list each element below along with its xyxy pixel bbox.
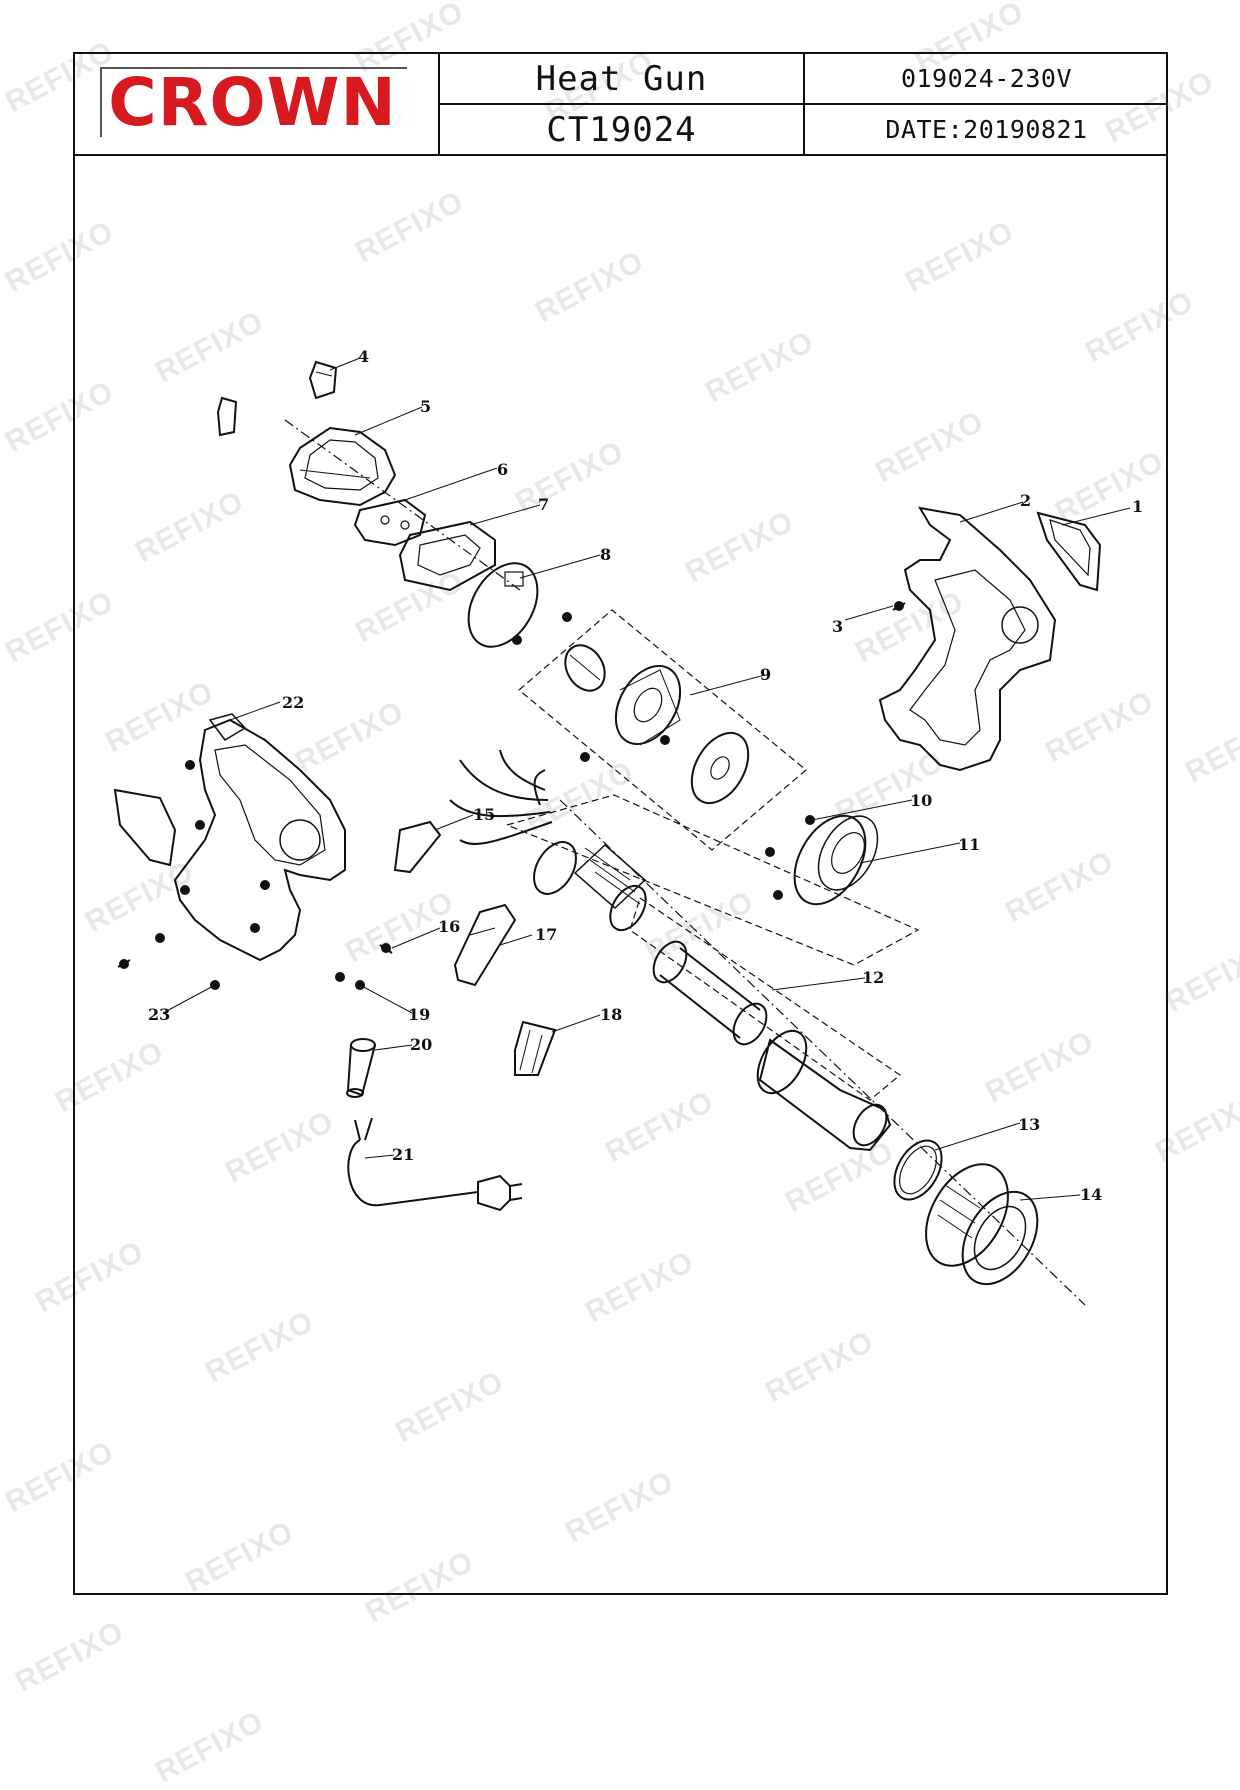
callout-4: 4	[358, 347, 369, 366]
callout-14: 14	[1080, 1185, 1102, 1204]
part-12-heating-element	[533, 841, 768, 1046]
model-number: CT19024	[546, 109, 697, 150]
drawing-frame	[73, 52, 1168, 1595]
callout-13: 13	[1018, 1115, 1040, 1134]
callout-5: 5	[420, 397, 431, 416]
callout-21: 21	[392, 1145, 414, 1164]
part-9-motor-fan-assembly	[564, 644, 750, 805]
part-19-screws	[335, 972, 365, 990]
callout-19: 19	[408, 1005, 430, 1024]
part-4-switch-cap	[308, 360, 338, 400]
part-1-side-cover	[1036, 511, 1102, 592]
internal-wires	[449, 749, 553, 845]
part-10-screw	[765, 815, 815, 857]
disc-screws	[512, 612, 572, 645]
part-11-front-ring	[773, 814, 879, 906]
callout-20: 20	[410, 1035, 432, 1054]
callout-numbers: 1 2 3 4 5 6 7 8 9 10 11 12 13 14 15 16 1…	[148, 347, 1143, 1204]
part-17-switch-board	[453, 903, 517, 987]
callout-3: 3	[832, 617, 843, 636]
part-18-grommet	[514, 1020, 557, 1076]
part-16-screw	[379, 943, 393, 954]
header-bottom-rule	[73, 154, 1168, 156]
callout-1: 1	[1132, 497, 1143, 516]
part-23-screw	[117, 959, 131, 969]
part-13-o-ring	[893, 1139, 943, 1201]
product-code: 019024-230V	[900, 64, 1073, 93]
drawing-date: DATE:20190821	[885, 115, 1088, 144]
part-2-right-housing	[878, 506, 1057, 772]
callout-15: 15	[473, 805, 495, 824]
part-14-nozzle-cap	[925, 1163, 1039, 1286]
callout-8: 8	[600, 545, 611, 564]
housing-screws	[155, 760, 270, 990]
part-8-mica-disc	[467, 562, 539, 648]
logo-frame	[100, 67, 407, 137]
crown-logo: CROWN	[108, 63, 397, 141]
group-boundaries	[505, 609, 920, 1101]
callout-23: 23	[148, 1005, 170, 1024]
part-3-screw	[892, 601, 906, 611]
callout-12: 12	[862, 968, 884, 987]
callout-22: 22	[282, 693, 304, 712]
callout-16: 16	[438, 917, 460, 936]
callout-17: 17	[535, 925, 557, 944]
part-22-left-housing	[173, 713, 346, 962]
callout-7: 7	[538, 495, 549, 514]
part-21-power-cord	[347, 1117, 523, 1212]
callout-9: 9	[760, 665, 771, 684]
callout-10: 10	[910, 791, 932, 810]
part-7-board-holder	[398, 520, 496, 592]
part-15-bracket	[393, 820, 442, 874]
callout-11: 11	[958, 835, 980, 854]
left-side-cover	[113, 788, 177, 867]
part-4b-switch-button	[216, 396, 238, 437]
part-20-cord-sleeve	[346, 1038, 376, 1098]
callout-18: 18	[600, 1005, 622, 1024]
part-5-switch-housing	[288, 426, 397, 507]
leader-lines	[162, 357, 1131, 1201]
outer-nozzle-tube	[756, 1029, 892, 1152]
heat-gun-exploded-view: 1 2 3 4 5 6 7 8 9 10 11 12 13 14 15 16 1…	[113, 347, 1143, 1306]
header-middle-rule	[438, 103, 1168, 105]
part-6-bracket	[353, 498, 427, 547]
callout-6: 6	[497, 460, 508, 479]
product-name: Heat Gun	[535, 58, 708, 99]
callout-2: 2	[1020, 491, 1031, 510]
assembly-axis-lines	[284, 419, 1086, 1306]
